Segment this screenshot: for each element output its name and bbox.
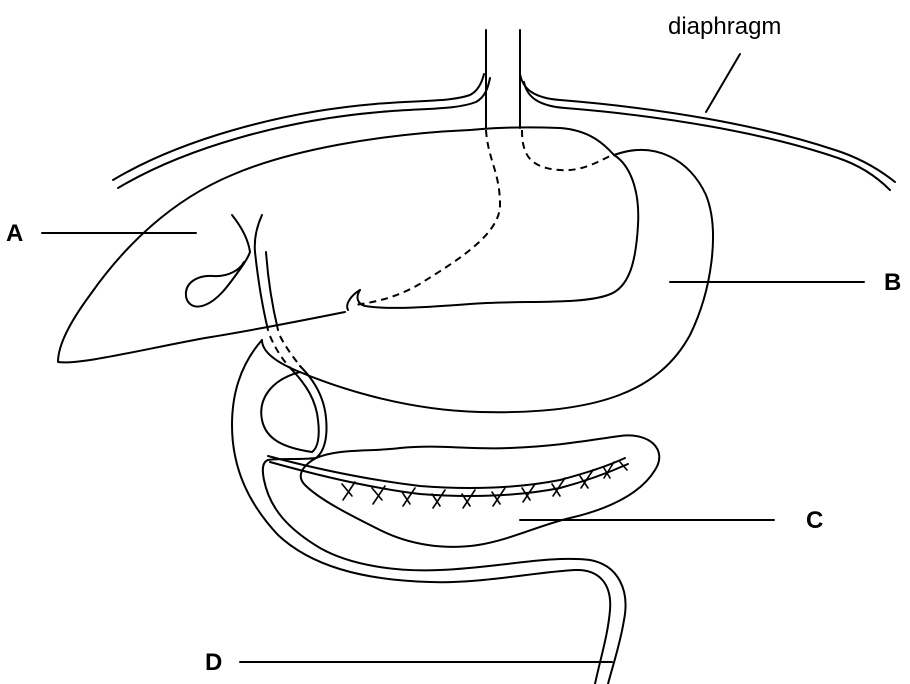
pancreatic-duct-hatching [342, 462, 627, 508]
label-d: D [205, 649, 222, 676]
pancreas [268, 435, 659, 546]
label-b: B [884, 269, 901, 296]
gallbladder-and-ducts [186, 215, 327, 458]
stomach [262, 128, 713, 412]
diaphragm-band [113, 74, 895, 190]
label-a: A [6, 220, 23, 247]
label-c: C [806, 507, 823, 534]
duodenum [232, 340, 626, 684]
oesophagus [355, 30, 612, 305]
liver [58, 127, 560, 362]
leader-line-diaphragm [706, 54, 740, 112]
label-diaphragm: diaphragm [668, 13, 781, 40]
